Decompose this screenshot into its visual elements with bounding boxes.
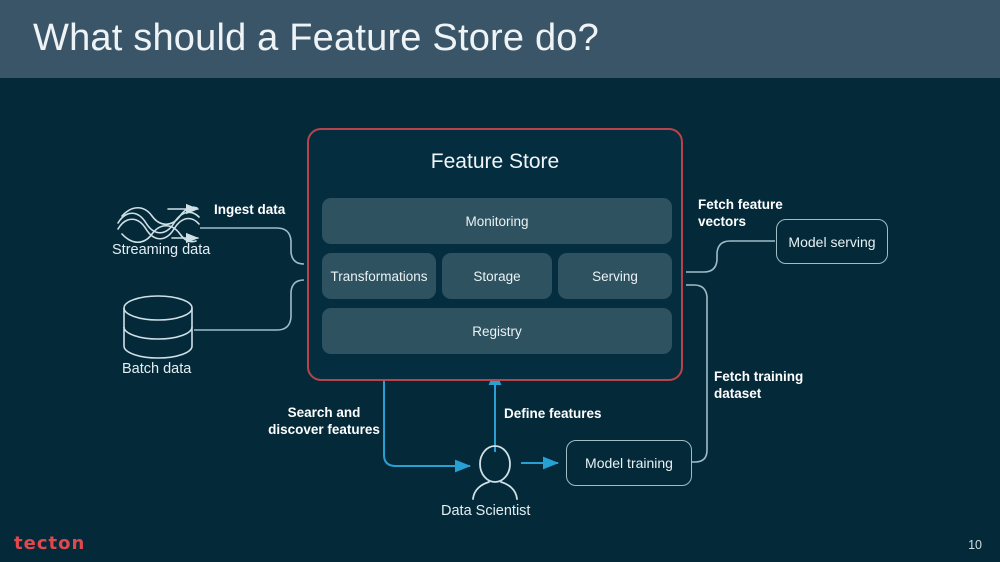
stream-waves-icon xyxy=(117,203,200,244)
feature-store-cell-storage[interactable]: Storage xyxy=(442,253,552,299)
wire-streaming-ingest xyxy=(200,227,305,265)
wire-fetch-feature-vectors xyxy=(686,240,775,273)
streaming-data-label: Streaming data xyxy=(112,242,211,258)
wire-batch-ingest xyxy=(194,279,305,331)
feature-store-cell-serving[interactable]: Serving xyxy=(558,253,672,299)
flow-label-define-features: Define features xyxy=(504,406,602,421)
feature-store-box: Feature Store Monitoring Transformations… xyxy=(307,128,683,381)
person-icon xyxy=(472,445,518,500)
feature-store-cell-monitoring[interactable]: Monitoring xyxy=(322,198,672,244)
flow-label-ingest-data: Ingest data xyxy=(214,202,286,217)
flow-label-fetch-training-dataset: Fetch training dataset xyxy=(714,369,804,402)
flow-label-search-discover-features: Search and discover features xyxy=(268,405,380,438)
model-training-box[interactable]: Model training xyxy=(566,440,692,486)
batch-data-label: Batch data xyxy=(122,361,192,377)
data-scientist-label: Data Scientist xyxy=(441,503,531,519)
wire-fetch-training-dataset xyxy=(686,284,708,463)
flow-label-fetch-feature-vectors: Fetch feature vectors xyxy=(698,197,783,230)
feature-store-title: Feature Store xyxy=(430,150,560,173)
page-number: 10 xyxy=(968,538,982,552)
model-serving-box[interactable]: Model serving xyxy=(776,219,888,264)
database-cylinder-icon xyxy=(123,295,193,359)
page-title: What should a Feature Store do? xyxy=(33,17,599,59)
feature-store-cell-transformations[interactable]: Transformations xyxy=(322,253,436,299)
feature-store-cell-registry[interactable]: Registry xyxy=(322,308,672,354)
tecton-logo: tecton xyxy=(14,533,86,554)
slide-header-band: What should a Feature Store do? xyxy=(0,0,1000,78)
